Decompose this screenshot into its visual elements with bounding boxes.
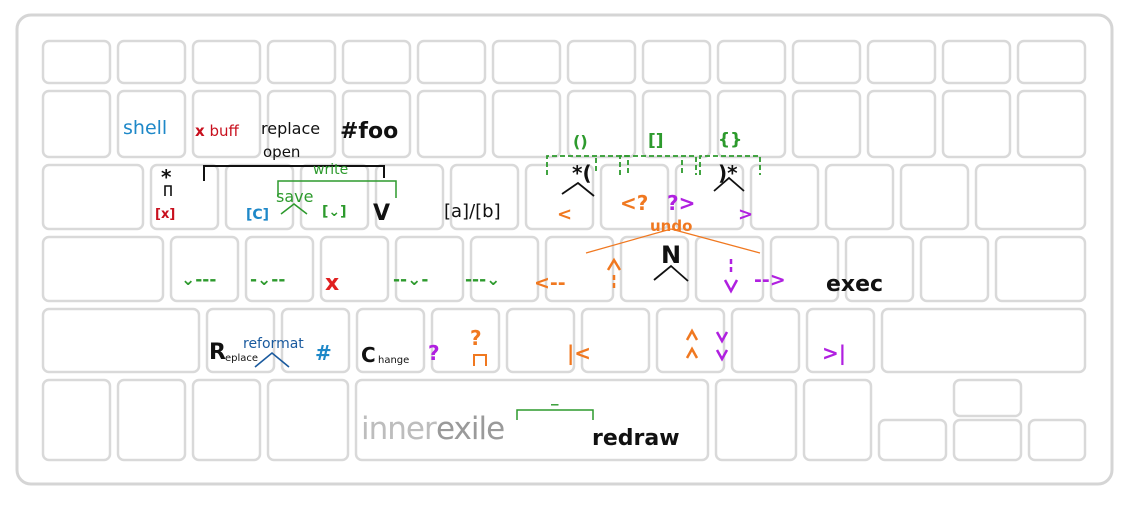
bracket-x-label: [x] [155, 207, 176, 222]
lt-q-label: <? [620, 191, 649, 215]
gt-label: > [738, 204, 754, 225]
search-fwd-label: ? [470, 326, 482, 350]
star-stem [164, 185, 172, 196]
word-motion-1: ⌄--- [181, 270, 217, 290]
n-chevron [653, 264, 689, 282]
redraw-label: redraw [592, 426, 680, 451]
parens-label: () [573, 132, 588, 151]
reformat-chevron [254, 351, 290, 368]
shell-label: shell [123, 117, 168, 139]
underscore-bracket [516, 409, 594, 420]
buff-text: buff [209, 122, 239, 140]
save-chevron [280, 203, 308, 215]
word-motion-3: --⌄- [393, 270, 429, 290]
undo-label: undo [650, 217, 693, 235]
word-motion-4: ---⌄ [465, 270, 501, 290]
eol-label: >| [822, 341, 847, 365]
logo-exile: exile [436, 411, 505, 447]
black-bracket [203, 165, 385, 181]
x-buff-label: x buff [195, 122, 239, 140]
x-delete-label: x [325, 271, 340, 296]
word-motion-2: -⌄-- [250, 270, 286, 290]
key-row-3 [41, 235, 1087, 303]
underscore-label: _ [551, 388, 559, 406]
star-mark-2: )* [718, 161, 738, 185]
double-up-orange [685, 328, 699, 359]
left-arrow-label: <-- [534, 272, 566, 294]
key-row-2 [41, 163, 1087, 231]
visual-v-label: V [373, 201, 391, 226]
bracket-v-label: [⌄] [322, 204, 347, 220]
double-down-purple [715, 331, 729, 362]
brackets-label: [] [648, 131, 664, 151]
replace-r-label: R [209, 340, 226, 365]
hange-label: hange [378, 355, 410, 366]
change-c-label: C [361, 343, 376, 367]
dashed-brackets [546, 155, 761, 175]
key-row-0 [41, 39, 1087, 85]
hash-label: # [315, 341, 332, 365]
ab-label: [a]/[b] [444, 201, 501, 222]
replace-label: replace [261, 119, 321, 138]
save-label: save [276, 187, 314, 206]
right-arrow-label: --> [754, 269, 786, 291]
brace-star-mark [713, 176, 745, 192]
exec-label: exec [826, 272, 884, 297]
logo-inner: inner [361, 411, 437, 447]
paren-star-mark [561, 181, 595, 197]
hash-foo-label: #foo [340, 119, 399, 144]
star-mark-3: * [161, 165, 172, 189]
q-gt-label: ?> [667, 191, 696, 215]
write-label: write [313, 162, 349, 178]
key-rows [41, 39, 1087, 462]
star-mark-1: *( [572, 161, 592, 185]
key-row-1 [41, 89, 1087, 159]
q-bracket-orange [473, 354, 487, 366]
braces-label: {} [718, 130, 743, 150]
open-label: open [263, 143, 301, 161]
write-bracket [277, 180, 397, 198]
key-row-4 [41, 307, 1087, 374]
search-back-label: ? [428, 341, 440, 365]
up-arrow-orange [606, 257, 622, 291]
down-arrow-purple [723, 259, 739, 294]
n-label: N [661, 241, 682, 269]
lt-label: < [557, 204, 573, 225]
reformat-label: reformat [243, 336, 304, 352]
bol-label: |< [567, 341, 592, 365]
key-row-5 [41, 378, 1087, 462]
undo-fan [585, 228, 761, 254]
eplace-label: eplace [225, 353, 259, 364]
bracket-c-label: [C] [246, 207, 270, 223]
